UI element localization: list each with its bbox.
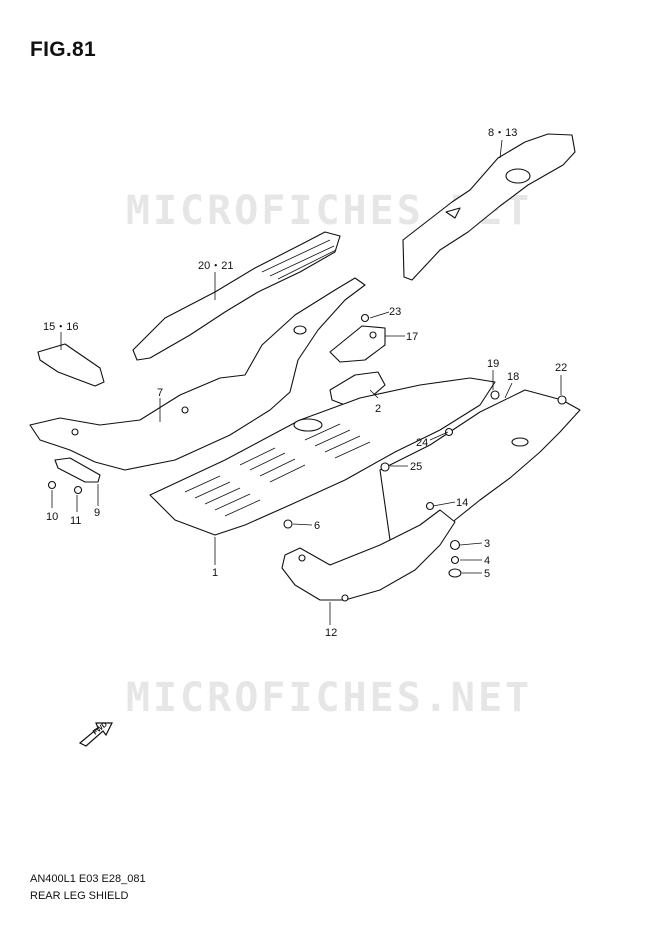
callout-15-16: 15・16 (43, 321, 78, 333)
callout-19: 19 (487, 358, 499, 370)
leader-lines (51, 139, 562, 625)
callout-12: 12 (325, 627, 337, 639)
callout-3: 3 (484, 538, 490, 550)
part-left-shield (29, 277, 366, 471)
callout-18: 18 (507, 371, 519, 383)
callout-labels: 8・13 20・21 15・16 7 23 17 19 18 22 2 24 2… (43, 127, 567, 639)
figure-title: FIG.81 (30, 38, 96, 61)
callout-2: 2 (375, 403, 381, 415)
part-side-cover (132, 231, 341, 361)
callout-5: 5 (484, 568, 490, 580)
callout-9: 9 (94, 507, 100, 519)
callout-25: 25 (410, 461, 422, 473)
callout-4: 4 (484, 555, 490, 567)
callout-24: 24 (416, 437, 428, 449)
part-floor-board (149, 377, 496, 536)
callout-7: 7 (157, 387, 163, 399)
part-bracket (329, 325, 386, 363)
part-code: AN400L1 E03 E28_081 (30, 873, 146, 885)
callout-10: 10 (46, 511, 58, 523)
callout-23: 23 (389, 306, 401, 318)
part-name: REAR LEG SHIELD (30, 890, 129, 902)
callout-8-13: 8・13 (488, 127, 517, 139)
callout-11: 11 (70, 515, 81, 527)
fwd-arrow-icon: FWD (78, 721, 113, 747)
callout-14: 14 (456, 497, 468, 509)
part-lower-strip (54, 457, 101, 483)
callout-20-21: 20・21 (198, 260, 233, 272)
callout-22: 22 (555, 362, 567, 374)
watermark-bottom: MICROFICHES.NET (125, 675, 533, 721)
callout-17: 17 (406, 331, 418, 343)
callout-1: 1 (212, 567, 218, 579)
part-fasteners (47, 313, 462, 578)
part-lower-frame (281, 509, 456, 602)
part-rear-panel (402, 133, 576, 281)
part-small-cover (37, 343, 105, 387)
callout-6: 6 (314, 520, 320, 532)
